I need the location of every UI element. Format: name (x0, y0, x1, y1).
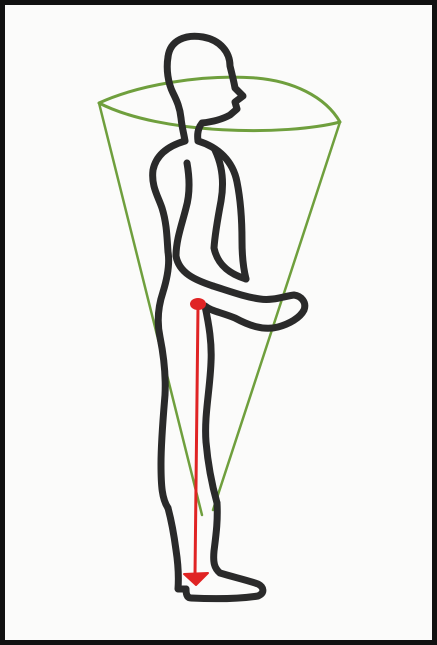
human-figure (153, 36, 305, 598)
neck-back (167, 57, 185, 141)
back-and-buttock (153, 141, 185, 508)
gravity-base-triangle (184, 573, 208, 585)
line-of-gravity (195, 307, 198, 575)
thigh-front (205, 306, 217, 503)
forearm-and-hand (205, 286, 305, 328)
posture-diagram (10, 10, 437, 645)
back-leg-rear-edge (168, 508, 186, 589)
drawing-paper (10, 10, 437, 645)
upper-arm-back (176, 163, 213, 286)
